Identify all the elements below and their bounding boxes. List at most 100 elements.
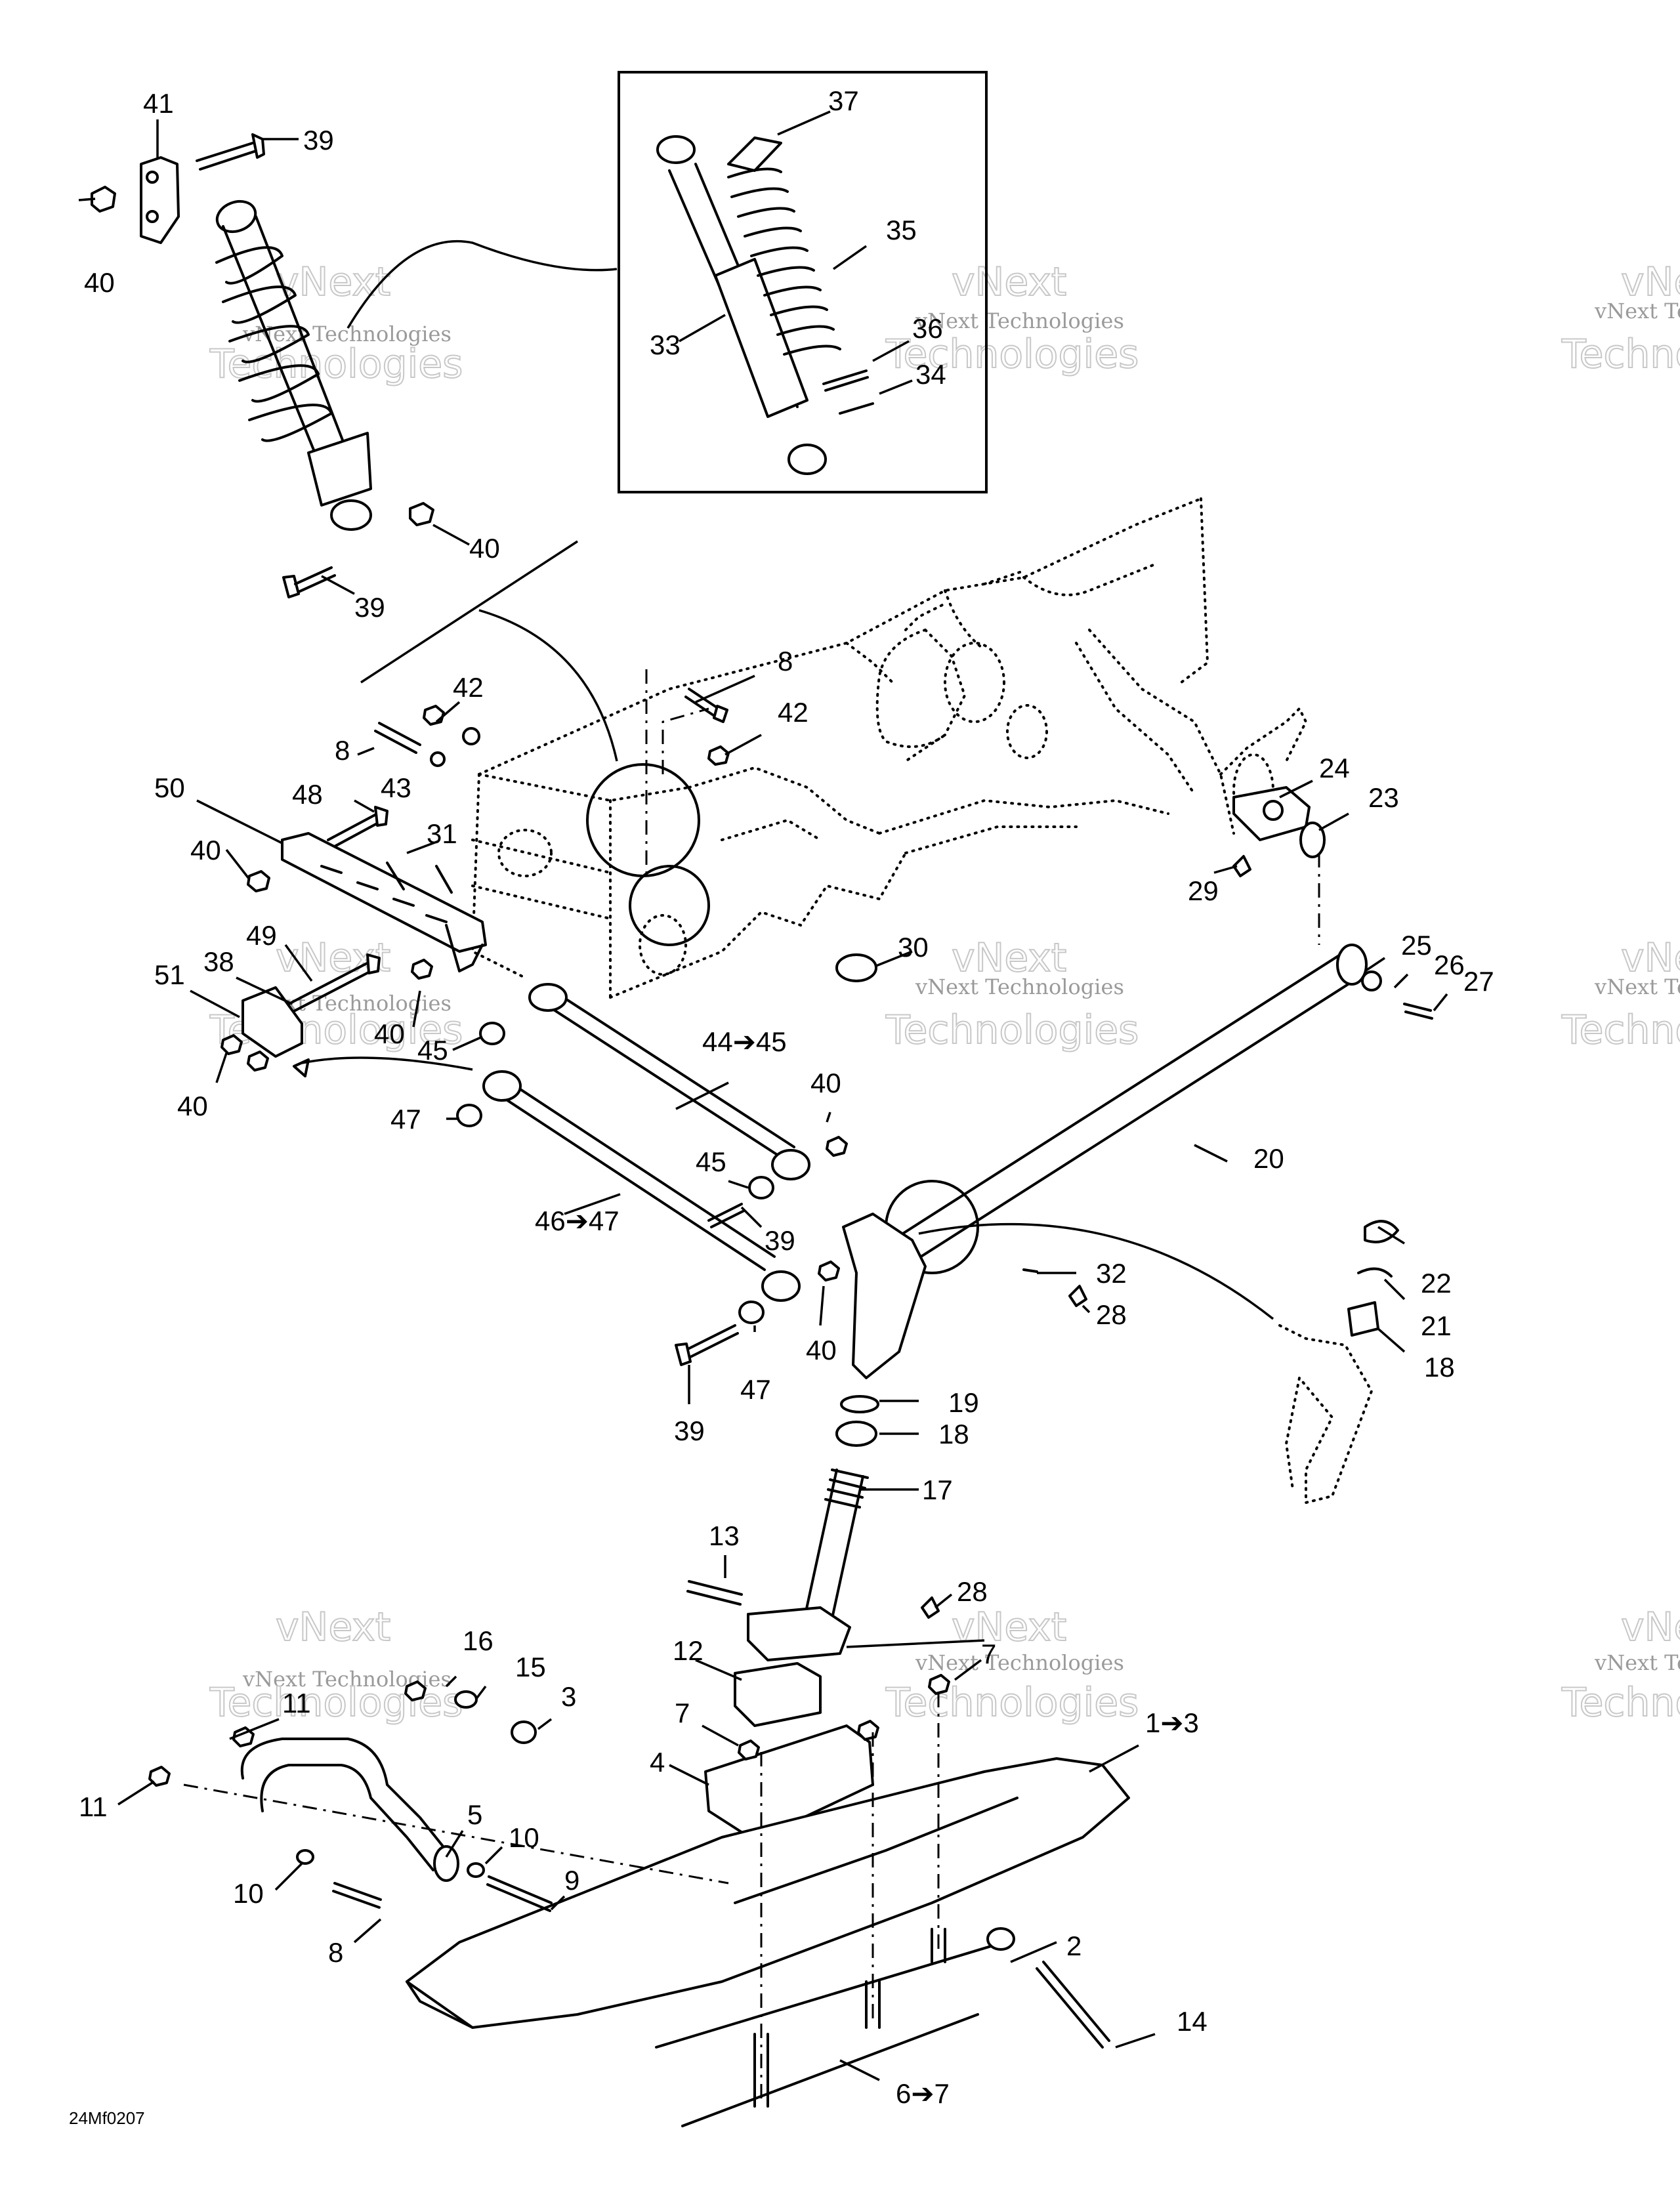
bolt — [486, 1875, 553, 1912]
frame-edge — [1180, 497, 1209, 684]
callout-1-3: 1➔3 — [1145, 1707, 1199, 1738]
callout-10: 10 — [233, 1878, 264, 1909]
shock-absorber-assembly — [91, 133, 618, 598]
frame-edge — [1075, 642, 1196, 795]
nut — [738, 1739, 760, 1760]
inset-frame — [618, 71, 988, 493]
nut — [247, 1051, 269, 1072]
watermarks: vNext vNext Technologies Technologies vN… — [209, 259, 1680, 1726]
ski-leg-housing — [842, 1213, 927, 1379]
callout-40: 40 — [469, 533, 500, 564]
callout-7: 7 — [981, 1638, 996, 1669]
bushing — [511, 1720, 537, 1744]
frame-edge — [904, 629, 967, 762]
ski-leg-bushing — [835, 1421, 877, 1447]
reference-line — [360, 540, 578, 684]
rod-end — [528, 983, 568, 1012]
callout-18: 18 — [1424, 1352, 1455, 1383]
reference-line — [918, 1222, 1274, 1320]
callout-38: 38 — [203, 946, 234, 977]
callout-31: 31 — [427, 818, 457, 849]
frame-edge — [845, 642, 894, 684]
tie-rods — [456, 983, 848, 1366]
steering-bar-bracket — [281, 832, 487, 953]
callout-40: 40 — [84, 267, 115, 298]
watermark: vNext vNext Technologies Technologies — [1561, 1604, 1680, 1726]
bushing — [748, 1176, 774, 1199]
svg-text:vNext Technologies: vNext Technologies — [915, 974, 1124, 999]
inset-shock-bottom-eye — [788, 444, 827, 475]
rod-end — [482, 1070, 522, 1102]
ski-rib — [734, 1797, 1018, 1904]
callout-39: 39 — [303, 125, 334, 156]
callout-8: 8 — [335, 735, 350, 766]
callout-33: 33 — [650, 329, 681, 360]
shock-bottom-eye — [330, 499, 372, 531]
svg-text:vNext Technologies: vNext Technologies — [1594, 299, 1680, 323]
svg-text:vNext: vNext — [1621, 1604, 1680, 1650]
callout-13: 13 — [709, 1520, 740, 1551]
pins — [386, 862, 453, 894]
callout-43: 43 — [381, 772, 411, 803]
callout-14: 14 — [1177, 2006, 1208, 2037]
frame-edge — [609, 852, 907, 999]
frame-edge — [478, 773, 690, 802]
ski-assembly — [148, 1662, 1130, 2127]
bushing — [456, 1104, 482, 1127]
bracket-hole — [146, 171, 159, 184]
frame-pivot — [1232, 786, 1311, 841]
callout-45: 45 — [417, 1035, 448, 1066]
svg-text:vNext: vNext — [276, 259, 390, 305]
upper-tie-rod — [543, 988, 795, 1163]
callout-5: 5 — [467, 1799, 482, 1830]
frame-edge — [471, 773, 526, 979]
inset-shock-cylinder — [714, 258, 808, 418]
callout-8: 8 — [328, 1937, 343, 1968]
nut — [91, 186, 116, 213]
svg-text:Technologies: Technologies — [885, 331, 1139, 377]
frame-edge — [478, 497, 1202, 776]
nut — [247, 870, 270, 892]
nut — [404, 1680, 427, 1701]
svg-text:vNext Technologies: vNext Technologies — [242, 322, 452, 346]
shock-bracket — [140, 156, 180, 244]
rod-end — [771, 1149, 810, 1180]
callout-39: 39 — [765, 1225, 795, 1256]
callout-11: 11 — [282, 1688, 311, 1718]
callout-34: 34 — [915, 359, 946, 390]
callout-27: 27 — [1463, 966, 1494, 997]
bolt-end — [713, 705, 728, 723]
shock-top-eye — [215, 199, 257, 234]
callout-40: 40 — [177, 1091, 208, 1121]
ski-leg — [686, 1213, 1399, 1661]
svg-text:Technologies: Technologies — [1561, 1680, 1680, 1726]
watermark: vNext vNext Technologies Technologies — [1561, 934, 1680, 1054]
nut — [928, 1674, 950, 1695]
svg-text:Technologies: Technologies — [885, 1680, 1139, 1726]
frame-hole — [497, 829, 553, 877]
shock-body — [222, 215, 359, 487]
callout-47: 47 — [390, 1104, 421, 1135]
ski-leg-ring — [840, 1395, 879, 1413]
watermark: vNext vNext Technologies Technologies — [885, 259, 1139, 378]
callout-7: 7 — [675, 1698, 690, 1728]
callout-22: 22 — [1421, 1268, 1452, 1299]
callout-39: 39 — [674, 1415, 705, 1446]
pin — [1022, 1268, 1038, 1273]
callout-28: 28 — [957, 1576, 988, 1607]
grease-fitting — [921, 1596, 940, 1619]
bolt-head — [374, 806, 388, 827]
bracket-slots — [320, 865, 448, 923]
svg-text:vNext Technologies: vNext Technologies — [1594, 974, 1680, 999]
ski-handle — [260, 1764, 434, 1871]
stud — [753, 2033, 769, 2108]
shock-lower-body — [307, 432, 372, 507]
callout-46-47: 46➔47 — [535, 1205, 620, 1236]
svg-text:vNext Technologies: vNext Technologies — [915, 308, 1124, 333]
callout-40: 40 — [806, 1335, 837, 1365]
stud — [865, 1980, 881, 2029]
washer — [296, 1849, 314, 1865]
callout-labels: 41 39 40 37 35 33 36 34 40 39 8 42 42 8 … — [79, 85, 1494, 2109]
